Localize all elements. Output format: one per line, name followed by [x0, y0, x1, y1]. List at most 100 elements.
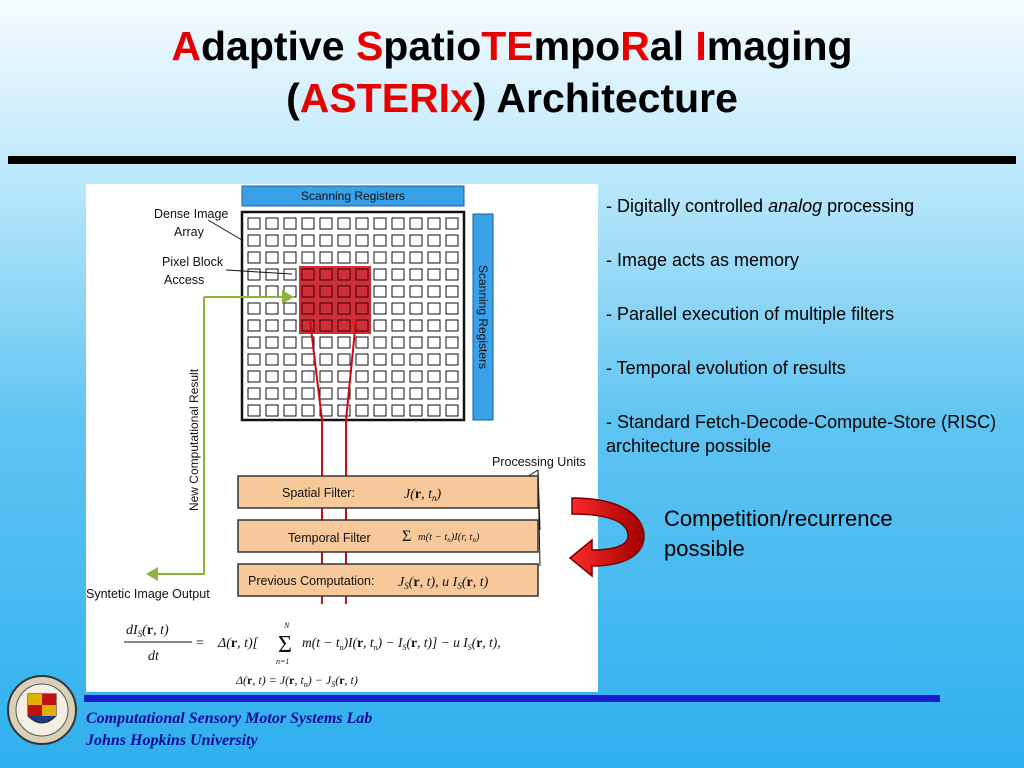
pixel-block-leader: [225, 269, 293, 275]
pixel-cell: [337, 234, 351, 247]
pixel-cell-outline: [319, 319, 333, 332]
pixel-cell: [283, 234, 297, 247]
pixel-cell: [355, 404, 369, 417]
scanning-register-top: [241, 185, 465, 207]
pixel-cell: [265, 319, 279, 332]
pixel-cell: [337, 387, 351, 400]
pixel-cell: [391, 353, 405, 366]
pixel-cell: [445, 353, 459, 366]
dense-image-array: [240, 210, 466, 422]
pixel-cell: [283, 251, 297, 264]
bullet-memory: - Image acts as memory: [606, 250, 800, 270]
spatial-filter-formula: J(r, tn): [404, 487, 442, 503]
previous-computation-label: Previous Computation:: [248, 574, 374, 588]
pixel-cell: [409, 217, 423, 230]
pixel-cell: [445, 387, 459, 400]
pixel-cell: [445, 268, 459, 281]
title-acronym: ASTERIx: [299, 75, 473, 121]
pixel-cell: [445, 285, 459, 298]
synthetic-output-label: Syntetic Image Output: [86, 587, 210, 601]
pixel-cell: [427, 404, 441, 417]
recurrence-arrow-icon: [568, 497, 645, 578]
pixel-cell: [409, 268, 423, 281]
pixel-cell: [373, 302, 387, 315]
pixel-cell-outline: [355, 268, 369, 281]
pixel-cell: [337, 353, 351, 366]
pixel-cell: [301, 353, 315, 366]
eq-numerator: dIS(r, t): [126, 623, 169, 639]
title-paren-open: (: [286, 75, 300, 121]
pixel-block-label: Pixel Block: [162, 255, 224, 269]
temporal-filter-formula: m(t − tn)I(r, tn): [418, 532, 480, 544]
pixel-cell: [247, 319, 261, 332]
pixel-cell: [337, 404, 351, 417]
title-word-patio: patio: [383, 23, 482, 69]
bullet-temporal: - Temporal evolution of results: [606, 358, 846, 378]
pixel-cell: [355, 251, 369, 264]
pixel-cell: [391, 370, 405, 383]
pixel-cell: [373, 268, 387, 281]
title-word-al: al: [649, 23, 696, 69]
pixel-cell: [283, 353, 297, 366]
pixel-cell: [283, 387, 297, 400]
title-line-2: (ASTERIx) Architecture: [0, 72, 1024, 124]
eq-rhs-1: Δ(r, t)[: [217, 636, 259, 651]
feature-list: - Digitally controlled analog processing…: [606, 194, 1014, 488]
pixel-cell: [319, 234, 333, 247]
scanning-register-top-label: Scanning Registers: [301, 189, 405, 203]
pixel-cell: [301, 336, 315, 349]
eq-denominator: dt: [148, 649, 160, 664]
pixel-cell: [409, 302, 423, 315]
pixel-cell: [445, 302, 459, 315]
pixel-cell: [283, 217, 297, 230]
pixel-cell: [391, 268, 405, 281]
pixel-cell: [391, 285, 405, 298]
pixel-cell: [283, 336, 297, 349]
bullet-1-text: - Digitally controlled: [606, 196, 769, 216]
pixel-cell: [445, 251, 459, 264]
bullet-parallel: - Parallel execution of multiple filters: [606, 304, 895, 324]
pixel-cell: [265, 353, 279, 366]
pixel-cell: [373, 251, 387, 264]
pixel-cell-outline: [337, 319, 351, 332]
pixel-cell: [355, 387, 369, 400]
pixel-cell: [391, 336, 405, 349]
eq-sum-bottom: n=1: [276, 657, 289, 666]
title-word-mpo: mpo: [533, 23, 621, 69]
feedback-wire: [154, 297, 205, 575]
eq-sum-top: N: [283, 621, 290, 630]
pixel-cell: [301, 234, 315, 247]
pixel-cell: [265, 285, 279, 298]
pixel-cell: [265, 370, 279, 383]
main-equation: dIS(r, t) dt = Δ(r, t)[ Σ N n=1 m(t − tn…: [124, 621, 501, 689]
scanning-register-side: [472, 213, 494, 421]
processing-units-label: Processing Units: [492, 455, 586, 469]
pixel-cell: [247, 285, 261, 298]
pixel-cell: [247, 370, 261, 383]
previous-computation-formula: JS(r, t), u IS(r, t): [398, 575, 489, 591]
dense-image-label-2: Array: [174, 225, 205, 239]
spatial-filter-label: Spatial Filter:: [282, 486, 355, 500]
pixel-cell: [409, 387, 423, 400]
previous-computation-unit: [237, 563, 539, 597]
pixel-cell: [409, 336, 423, 349]
pixel-cell: [355, 353, 369, 366]
recurrence-note: Competition/recurrence possible: [664, 506, 893, 561]
pixel-cell: [391, 387, 405, 400]
pixel-cell-outline: [337, 285, 351, 298]
pixel-cell: [265, 268, 279, 281]
pixel-cell: [247, 387, 261, 400]
pixel-cell-outline: [301, 302, 315, 315]
temporal-filter-label: Temporal Filter: [288, 531, 371, 545]
pixel-cell: [445, 336, 459, 349]
pixel-cell: [373, 404, 387, 417]
pixel-cell: [337, 251, 351, 264]
architecture-svg: Scanning Registers Scanning Registers De…: [86, 185, 586, 689]
pixel-cell: [355, 234, 369, 247]
pixel-cell: [391, 251, 405, 264]
pixel-cell: [445, 234, 459, 247]
pixel-cell: [373, 217, 387, 230]
eq-delta-def: Δ(r, t) = J(r, tn) − JS(r, t): [235, 673, 358, 689]
footer-divider: [84, 695, 940, 702]
pixel-cell: [409, 251, 423, 264]
